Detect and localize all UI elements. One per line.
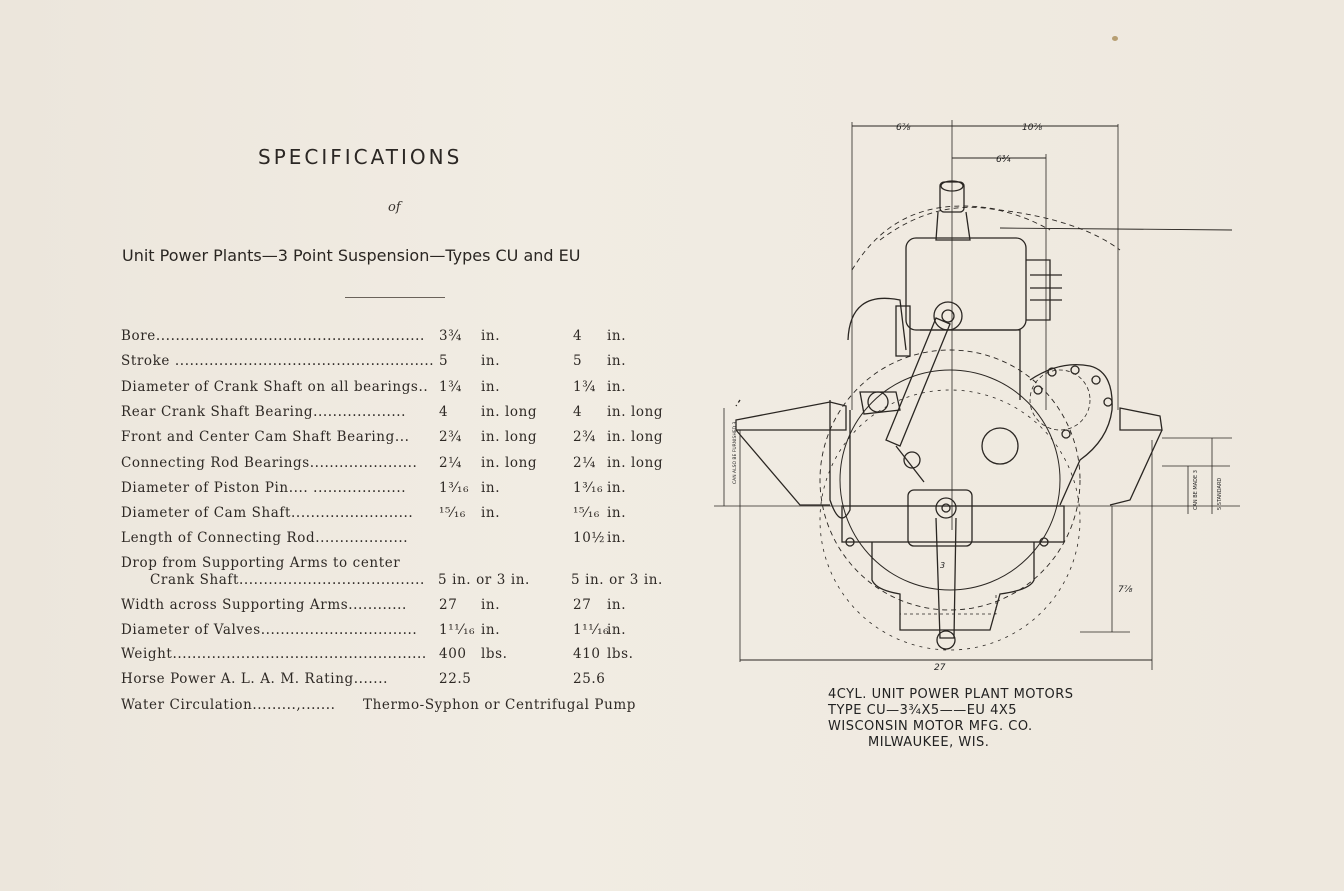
spec-label: Crank Shaft.............................… [150,572,425,588]
dim-top-left: 6⅞ [896,123,911,133]
spec-value-eu: 5 [573,353,583,370]
spec-label: Diameter of Crank Shaft on all bearings.… [121,378,429,395]
spec-value-cu: 1¹¹⁄₁₆ [439,621,476,638]
dim-right-height: 7⅞ [1118,585,1133,595]
spec-label: Stroke .................................… [121,353,435,370]
dim-can-be: CAN BE MADE 3 [1193,470,1199,510]
drawing-caption-line3: WISCONSIN MOTOR MFG. CO. [828,719,1033,734]
dim-side: CAN ALSO BE FURNISHED 3 [732,422,738,484]
page-subtitle: Unit Power Plants—3 Point Suspension—Typ… [122,246,581,265]
dim-crank: 3 [940,561,945,570]
spec-value-eu: 2¼ [573,454,596,471]
paper-spot [1112,36,1118,41]
spec-unit-eu: in. long [607,429,664,446]
spec-unit-cu: in. [481,505,501,522]
spec-value-cu: 5 [439,353,449,370]
spec-unit-eu: in. [607,505,627,522]
dim-top-right: 10⅞ [1022,123,1042,133]
spec-unit-eu: in. [607,621,627,638]
spec-label: Bore....................................… [121,328,425,344]
spec-label: Diameter of Cam Shaft...................… [121,505,414,522]
spec-label: Drop from Supporting Arms to center [121,555,401,571]
spec-unit-cu: in. long [481,454,538,471]
spec-value-eu: 10½ [573,530,606,547]
drawing-caption-line1: 4CYL. UNIT POWER PLANT MOTORS [828,687,1074,702]
spec-value-cu: 1¾ [439,378,462,395]
spec-value-eu: 4 [573,328,583,344]
spec-unit-eu: in. [607,353,627,370]
spec-value-eu: 1¹¹⁄₁₆ [573,621,610,638]
spec-label: Rear Crank Shaft Bearing................… [121,403,407,420]
spec-label: Water Circulation.........,....... [121,697,336,713]
spec-label: Diameter of Piston Pin.... .............… [121,479,407,496]
spec-unit-eu: in. long [607,403,664,420]
spec-value-cu: 27 [439,597,458,613]
spec-value-eu: 27 [573,597,592,613]
spec-value-eu: 1³⁄₁₆ [573,479,604,496]
spec-label: Connecting Rod Bearings.................… [121,454,418,471]
spec-label: Diameter of Valves......................… [121,621,418,638]
spec-value-eu: 2¾ [573,429,596,446]
spec-value-eu: 25.6 [573,670,606,687]
drawing-caption-line4: MILWAUKEE, WIS. [868,735,990,750]
spec-label: Front and Center Cam Shaft Bearing... [121,429,410,446]
spec-label: Weight..................................… [121,646,427,662]
page-title: SPECIFICATIONS [258,145,463,169]
spec-unit-eu: in. [607,328,627,344]
title-connector: of [388,200,401,215]
title-divider [345,297,445,298]
spec-value-cu: ¹⁵⁄₁₆ [439,505,466,522]
spec-value-eu: 5 in. or 3 in. [571,572,663,588]
engine-drawing: 6⅞ 10⅞ 6¾ 27 7⅞ 3 5 STANDARD CAN BE MADE… [714,120,1240,673]
spec-value: Thermo-Syphon or Centrifugal Pump [363,697,637,713]
spec-value-eu: 410 [573,646,601,662]
spec-value-eu: 4 [573,403,583,420]
spec-value-cu: 2¼ [439,454,462,471]
spec-unit-eu: in. [607,479,627,496]
spec-value-cu: 4 [439,403,449,420]
spec-value-cu: 3¾ [439,328,462,344]
spec-unit-eu: in. [607,530,627,547]
spec-unit-eu: in. [607,597,627,613]
dim-standard: 5 STANDARD [1217,478,1223,510]
spec-unit-cu: in. [481,353,501,370]
spec-unit-eu: lbs. [607,646,634,662]
spec-unit-cu: in. [481,378,501,395]
spec-unit-cu: lbs. [481,646,508,662]
spec-unit-cu: in. [481,597,501,613]
spec-unit-cu: in. [481,328,501,344]
spec-value-eu: 1¾ [573,378,596,395]
spec-label: Length of Connecting Rod................… [121,530,409,547]
spec-unit-cu: in. long [481,429,538,446]
dim-top-mid: 6¾ [996,155,1011,165]
spec-value-cu: 2¾ [439,429,462,446]
spec-label: Width across Supporting Arms............ [121,597,407,613]
spec-value-cu: 400 [439,646,467,662]
spec-unit-cu: in. long [481,403,538,420]
spec-label: Horse Power A. L. A. M. Rating....... [121,670,388,687]
spec-unit-cu: in. [481,621,501,638]
drawing-caption-line2: TYPE CU—3¾X5——EU 4X5 [828,703,1018,718]
spec-value-cu: 1³⁄₁₆ [439,479,470,496]
spec-value-eu: ¹⁵⁄₁₆ [573,505,600,522]
spec-unit-eu: in. long [607,454,664,471]
spec-unit-cu: in. [481,479,501,496]
spec-value-cu: 5 in. or 3 in. [438,572,530,588]
spec-unit-eu: in. [607,378,627,395]
spec-value-cu: 22.5 [439,670,472,687]
dim-bottom: 27 [934,663,946,673]
